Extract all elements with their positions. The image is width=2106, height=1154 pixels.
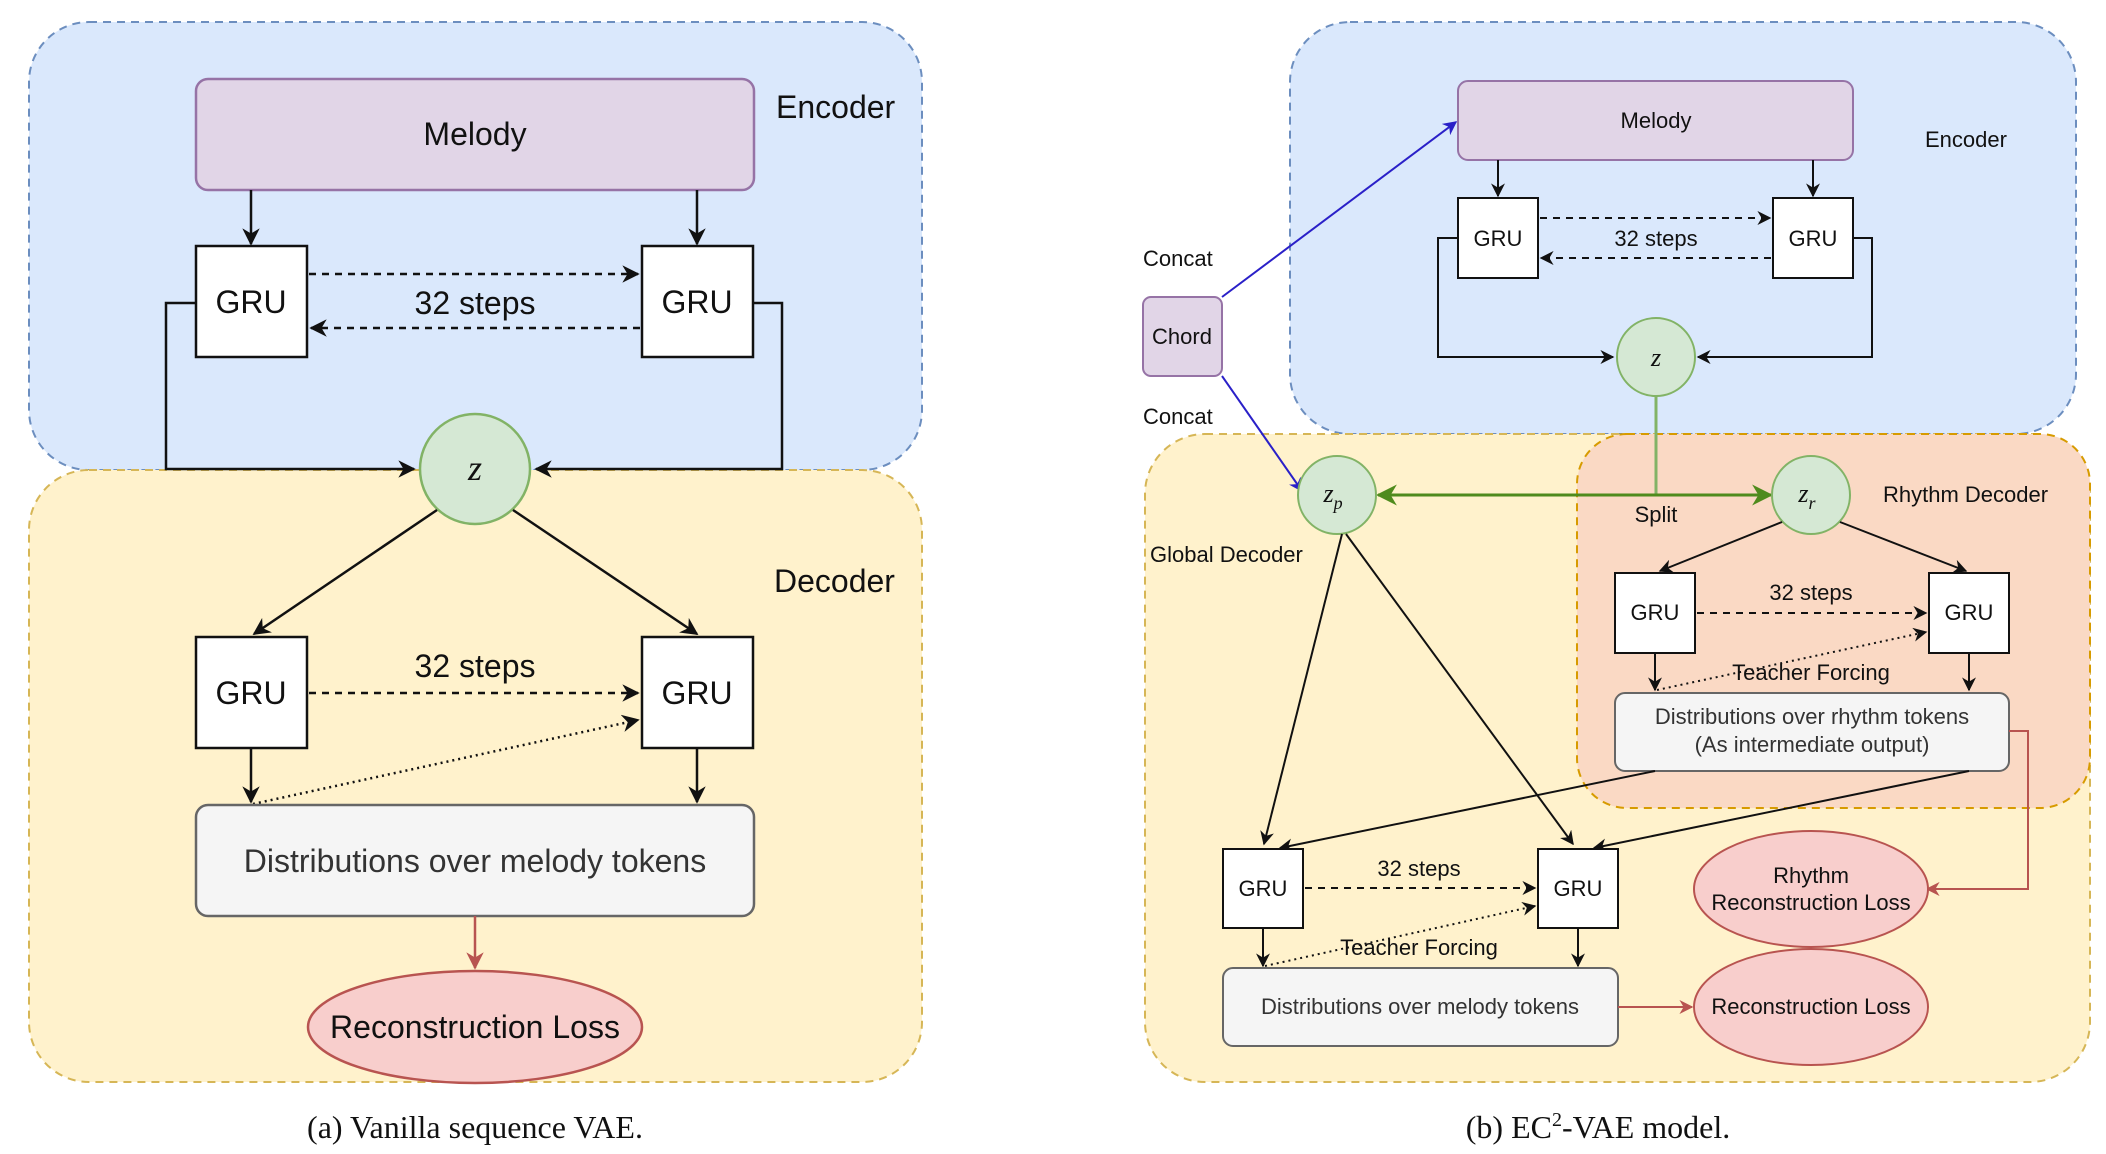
b-melody-box bbox=[1457, 80, 1854, 161]
rhythm-loss-node bbox=[1693, 830, 1929, 948]
b-reconstruction-loss-label: Reconstruction Loss bbox=[1711, 994, 1910, 1019]
global-steps-label: 32 steps bbox=[1377, 856, 1460, 881]
reconstruction-loss-label: Reconstruction Loss bbox=[330, 1009, 620, 1045]
global-teacher-forcing-label: Teacher Forcing bbox=[1340, 935, 1498, 960]
encoder-gru-right bbox=[640, 244, 755, 359]
rhythm-distribution-label-2: (As intermediate output) bbox=[1695, 732, 1930, 757]
chord-label: Chord bbox=[1152, 324, 1212, 349]
rhythm-loss-label-2: Reconstruction Loss bbox=[1711, 890, 1910, 915]
encoder-gru-right-label: GRU bbox=[661, 284, 732, 320]
encoder-steps-label: 32 steps bbox=[415, 285, 536, 321]
latent-z-label: z bbox=[467, 448, 482, 488]
rhythm-gru-right-label: GRU bbox=[1945, 600, 1994, 625]
chord-box bbox=[1142, 296, 1223, 377]
global-gru-right bbox=[1537, 848, 1619, 929]
decoder-steps-label: 32 steps bbox=[415, 648, 536, 684]
panel-b: Encoder Global Decoder Rhythm Decoder Me… bbox=[1142, 21, 2091, 1145]
b-encoder-gru-right-label: GRU bbox=[1789, 226, 1838, 251]
decoder-gru-left-label: GRU bbox=[215, 675, 286, 711]
zp-node bbox=[1297, 455, 1377, 535]
decoder-gru-right bbox=[640, 635, 755, 750]
rhythm-teacher-forcing-label: Teacher Forcing bbox=[1732, 660, 1890, 685]
zp-label: zp bbox=[1322, 479, 1342, 513]
b-reconstruction-loss-node bbox=[1693, 948, 1929, 1066]
panel-a: Encoder Decoder Melody GRU GRU 32 steps … bbox=[28, 21, 923, 1145]
reconstruction-loss-node bbox=[306, 969, 644, 1085]
encoder-label: Encoder bbox=[776, 89, 896, 125]
global-gru-right-label: GRU bbox=[1554, 876, 1603, 901]
rhythm-steps-label: 32 steps bbox=[1769, 580, 1852, 605]
encoder-gru-left-label: GRU bbox=[215, 284, 286, 320]
b-melody-distribution-label: Distributions over melody tokens bbox=[1261, 994, 1579, 1019]
rhythm-loss-label-1: Rhythm bbox=[1773, 863, 1849, 888]
decoder-label: Decoder bbox=[774, 563, 895, 599]
concat-top-label: Concat bbox=[1143, 246, 1213, 271]
b-global-decoder-label: Global Decoder bbox=[1150, 542, 1303, 567]
rhythm-distribution-label-1: Distributions over rhythm tokens bbox=[1655, 704, 1969, 729]
latent-z-node bbox=[418, 412, 532, 526]
melody-distribution-label: Distributions over melody tokens bbox=[244, 843, 706, 879]
b-rhythm-decoder-label: Rhythm Decoder bbox=[1883, 482, 2048, 507]
global-gru-left bbox=[1222, 848, 1304, 929]
b-encoder-gru-left-label: GRU bbox=[1474, 226, 1523, 251]
decoder-gru-left bbox=[194, 635, 309, 750]
b-encoder-steps-label: 32 steps bbox=[1614, 226, 1697, 251]
rhythm-gru-left-label: GRU bbox=[1631, 600, 1680, 625]
b-encoder-gru-left bbox=[1457, 197, 1539, 279]
split-label: Split bbox=[1635, 502, 1678, 527]
caption-a: (a) Vanilla sequence VAE. bbox=[307, 1109, 643, 1145]
b-melody-label: Melody bbox=[1621, 108, 1692, 133]
caption-b: (b) EC2-VAE model. bbox=[1466, 1109, 1730, 1145]
b-latent-z-label: z bbox=[1650, 343, 1661, 372]
concat-bottom-label: Concat bbox=[1143, 404, 1213, 429]
global-gru-left-label: GRU bbox=[1239, 876, 1288, 901]
zr-label: zr bbox=[1797, 479, 1816, 513]
melody-label: Melody bbox=[423, 116, 526, 152]
b-encoder-label: Encoder bbox=[1925, 127, 2007, 152]
decoder-gru-right-label: GRU bbox=[661, 675, 732, 711]
encoder-gru-left bbox=[194, 244, 309, 359]
melody-box bbox=[194, 77, 756, 192]
zr-node bbox=[1771, 455, 1851, 535]
